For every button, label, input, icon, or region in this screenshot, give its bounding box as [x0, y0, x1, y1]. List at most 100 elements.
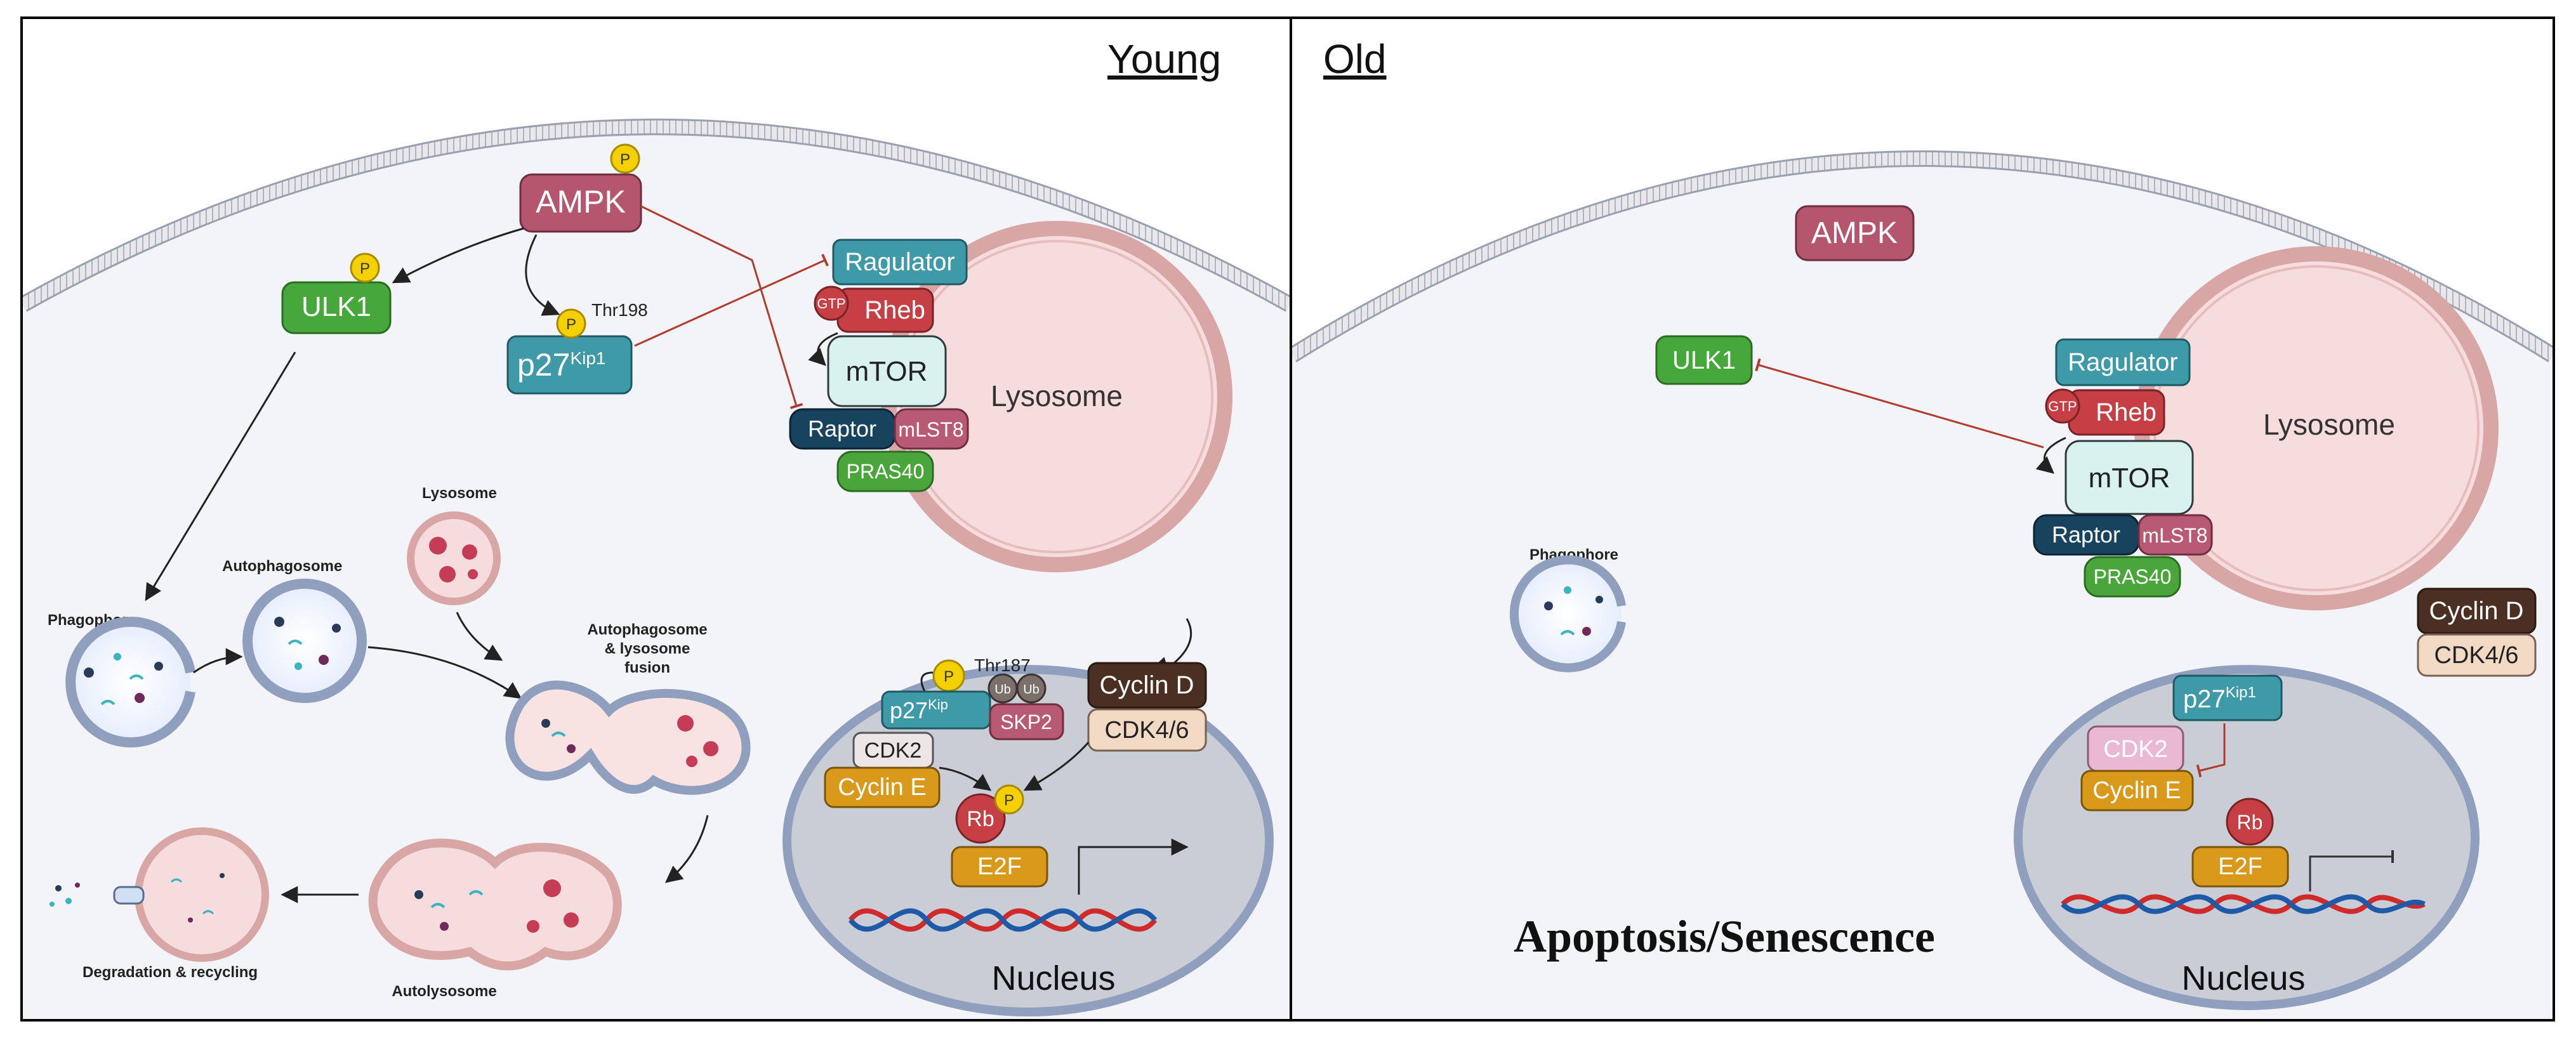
- young-panel: Young AMPK P ULK1 P p27Kip1 P Thr198 Lys…: [23, 36, 1290, 1019]
- p27-label-old: p27Kip1: [2183, 684, 2256, 713]
- ragulator-node-old: [2055, 338, 2191, 386]
- pras40-node-old: [2084, 556, 2181, 598]
- pras40-label: PRAS40: [847, 460, 925, 483]
- skp2-node: [989, 703, 1064, 740]
- fusion-label-3: fusion: [624, 659, 670, 676]
- rb-label-old: Rb: [2237, 811, 2263, 834]
- mtor-label: mTOR: [846, 356, 928, 387]
- old-label: Old: [1323, 36, 1387, 82]
- phagophore-shape-old: [1510, 555, 1626, 673]
- ampk-label-old: AMPK: [1811, 216, 1898, 250]
- skp2-label: SKP2: [1000, 711, 1052, 733]
- e2f-node: [951, 846, 1048, 888]
- raptor-label: Raptor: [808, 416, 876, 442]
- p27-inhibits-cdk2-old: [2196, 723, 2226, 778]
- cdk46-node-old: [2417, 633, 2537, 677]
- mlst8-node: [894, 408, 969, 450]
- ampk-phospho: [610, 143, 640, 174]
- young-label: Young: [1107, 36, 1221, 82]
- rheb-activates-mtor: [808, 332, 838, 366]
- lysosome-small-label: Lysosome: [422, 485, 497, 502]
- transporter-icon: [113, 886, 145, 905]
- mtor-node: [827, 335, 947, 407]
- lysosome-to-fusion-arrow: [456, 612, 503, 661]
- plasma-membrane-texture: [23, 121, 1290, 310]
- mlst8-label-old: mLST8: [2142, 524, 2207, 547]
- ub1-label: Ub: [994, 683, 1011, 697]
- ulk1-phospho-label: P: [360, 260, 370, 277]
- ragulator-label-old: Ragulator: [2068, 348, 2177, 376]
- fusion-shape: [505, 680, 751, 795]
- mlst8-label: mLST8: [898, 418, 963, 441]
- old-panel: Old AMPK ULK1 Lysosome Ragulator Rheb GT…: [1292, 36, 2553, 1019]
- gtp-label: GTP: [817, 296, 845, 312]
- lysosome-old-label: Lysosome: [2263, 408, 2395, 441]
- ragulator-label: Ragulator: [845, 248, 954, 276]
- cdk2-label-old: CDK2: [2103, 736, 2167, 763]
- p27-inhibits-ragulator: [634, 254, 829, 347]
- rb-phospho-label: P: [1004, 792, 1014, 809]
- ampk-inhibits-mtor: [640, 205, 803, 409]
- e2f-label: E2F: [977, 853, 1022, 880]
- cyclin-e-node: [824, 766, 941, 808]
- rheb-label-old: Rheb: [2096, 398, 2157, 426]
- cyclin-e-label: Cyclin E: [838, 774, 926, 801]
- cdk46-label: CDK4/6: [1104, 717, 1189, 744]
- gtp-node-old: [2045, 388, 2080, 424]
- fusion-label-2: & lysosome: [605, 640, 690, 657]
- gtp-label-old: GTP: [2048, 398, 2077, 414]
- released-molecules: [50, 883, 80, 907]
- lysosome-small-cargo: [429, 537, 478, 582]
- fusion-to-autolysosome-arrow: [664, 815, 709, 883]
- cyclin-e-label-old: Cyclin E: [2092, 777, 2181, 804]
- autophagosome-to-fusion-arrow: [367, 646, 522, 699]
- lysosome-small-shape: [407, 511, 501, 605]
- ampk-to-p27-arrow: [525, 234, 560, 316]
- fusion-cargo: [541, 715, 718, 767]
- mtor-node-old: [2064, 440, 2194, 515]
- degradation-shape: [135, 827, 269, 962]
- raptor-label-old: Raptor: [2052, 522, 2120, 548]
- lysosome-large-label: Lysosome: [991, 379, 1123, 412]
- pras40-node: [836, 450, 934, 492]
- degradation-cargo: [170, 873, 225, 923]
- cdk46-phosphorylates-rb: [1023, 742, 1090, 791]
- cyclin-d-node: [1087, 662, 1207, 709]
- thr198-label: Thr198: [591, 300, 648, 320]
- mtor-inhibits-ulk1: [1755, 358, 2044, 449]
- ub2-node: [1016, 673, 1047, 704]
- phagophore-cargo-old: [1544, 586, 1603, 636]
- p27-phospho: [556, 308, 586, 339]
- apoptosis-senescence-label: Apoptosis/Senescence: [1514, 911, 1935, 962]
- ub2-label: Ub: [1023, 683, 1040, 697]
- pras40-label-old: PRAS40: [2094, 565, 2172, 588]
- cdk46-label-old: CDK4/6: [2434, 642, 2518, 669]
- p27n-phospho-label: P: [944, 668, 954, 685]
- dna-helix-young: [848, 908, 1158, 932]
- ulk1-label-old: ULK1: [1672, 346, 1736, 374]
- ampk-node-old: [1795, 205, 1915, 261]
- ulk1-label: ULK1: [301, 291, 371, 322]
- phagophore-to-autophagosome-arrow: [193, 648, 243, 674]
- cdk2-phosphorylates-rb: [939, 766, 992, 791]
- rb-node: [955, 793, 1006, 844]
- cyclin-d-label: Cyclin D: [1100, 671, 1194, 699]
- p27-phospho-label: P: [566, 316, 576, 333]
- gtp-node: [814, 286, 849, 321]
- p27n-label: p27Kip: [890, 697, 948, 723]
- ampk-to-ulk1-arrow: [392, 227, 524, 284]
- ulk1-to-phagophore-arrow: [145, 352, 296, 601]
- ulk1-phospho: [350, 253, 380, 283]
- autophagosome-label: Autophagosome: [222, 558, 342, 575]
- phagophore-cargo: [84, 653, 163, 706]
- rb-label: Rb: [967, 807, 994, 831]
- cdk46-node: [1087, 708, 1207, 752]
- autolysosome-label: Autolysosome: [392, 983, 496, 1000]
- cdk2-label: CDK2: [864, 739, 922, 763]
- fusion-label-1: Autophagosome: [587, 621, 707, 638]
- autolysosome-cargo: [414, 879, 579, 933]
- rb-node-old: [2226, 798, 2274, 846]
- autolysosome-shape: [368, 838, 622, 971]
